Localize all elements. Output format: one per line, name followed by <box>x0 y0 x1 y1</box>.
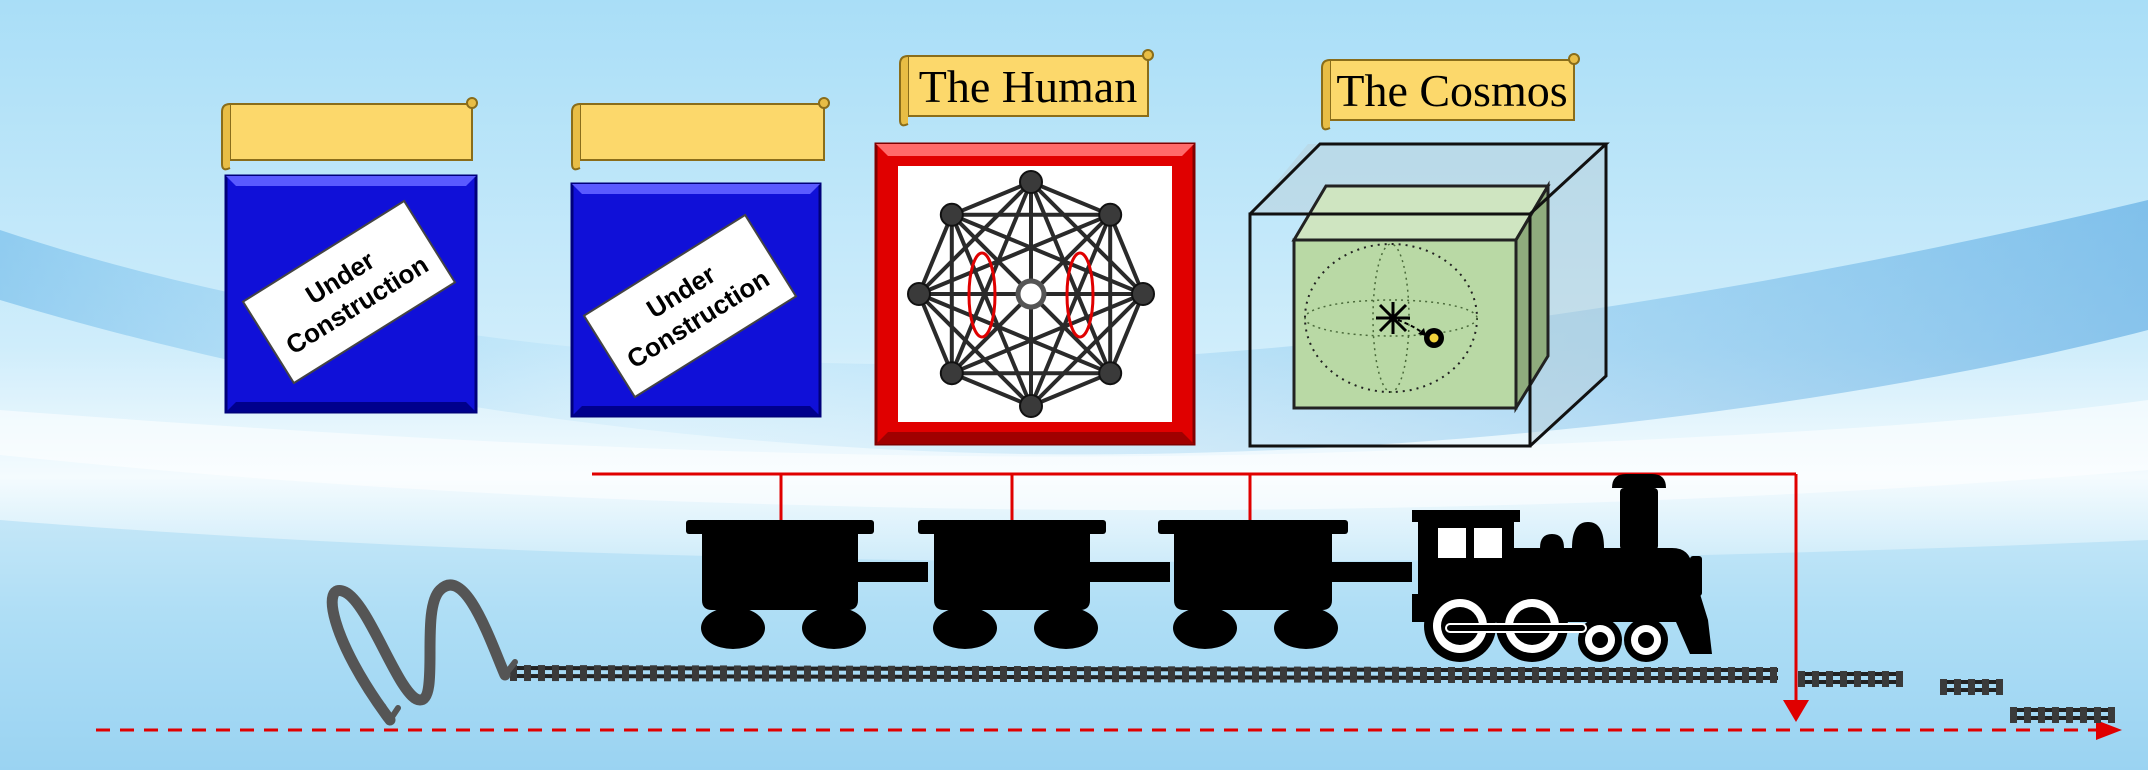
graph-edge <box>951 180 1032 217</box>
train-car-1 <box>686 520 874 649</box>
network-graph-icon <box>917 180 1145 408</box>
under-construction-box: Under Construction <box>570 182 822 418</box>
scroll-label: The Human <box>919 61 1137 112</box>
scroll-banner: The Human <box>899 49 1154 127</box>
graph-edge <box>1030 180 1111 217</box>
train <box>686 474 1712 662</box>
scroll-banner <box>221 97 478 171</box>
graph-node <box>1098 361 1123 386</box>
coupler <box>858 562 928 582</box>
graph-node <box>1019 394 1043 418</box>
train-car-2 <box>918 520 1106 649</box>
spring-icon <box>326 579 518 726</box>
panel-1: Under Construction <box>221 97 478 414</box>
under-construction-box: Under Construction <box>224 174 478 414</box>
left-ear-ring <box>967 251 997 339</box>
graph-node <box>1098 202 1123 227</box>
right-ear-ring <box>1065 251 1095 339</box>
scroll-banner <box>571 97 830 171</box>
connector-lines <box>592 472 1798 704</box>
graph-edge <box>917 214 954 295</box>
human-box <box>874 142 1196 446</box>
graph-edge <box>951 371 1032 408</box>
time-arrow <box>96 720 2122 740</box>
coupler <box>1090 562 1170 582</box>
scroll-banner: The Cosmos <box>1321 53 1580 131</box>
panel-2: Under Construction <box>570 97 830 418</box>
graph-edge <box>1030 371 1111 408</box>
graph-node <box>1131 282 1155 306</box>
graph-edge <box>917 293 954 374</box>
railroad-track-icon <box>509 665 2115 723</box>
graph-edge <box>1108 293 1145 374</box>
panel-4: The Cosmos <box>1248 53 1610 448</box>
panel-3: The Human <box>874 49 1196 446</box>
down-arrowhead <box>1783 700 1809 722</box>
graph-edge <box>951 212 1144 296</box>
graph-node <box>1019 170 1043 194</box>
graph-edge <box>1108 214 1145 295</box>
graph-node <box>939 202 964 227</box>
graph-edge <box>949 214 1033 407</box>
center-node <box>1015 278 1047 310</box>
coupler <box>1332 562 1412 582</box>
graph-node <box>907 282 931 306</box>
steam-locomotive-icon <box>1412 474 1712 662</box>
scroll-label: The Cosmos <box>1336 65 1567 116</box>
graph-edge <box>917 292 1033 408</box>
cosmos-cube-icon <box>1248 142 1610 448</box>
train-car-3 <box>1158 520 1348 649</box>
graph-node <box>939 361 964 386</box>
